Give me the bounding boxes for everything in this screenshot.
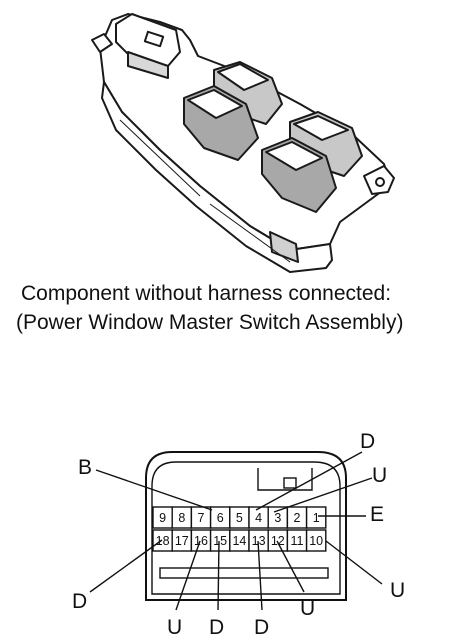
window-lock-switch-face [127,51,169,79]
pin-number-3: 3 [274,511,281,525]
leader-line-pin-13 [257,540,263,611]
front-face-line [119,119,201,197]
leader-line-pin-18 [89,539,163,593]
callout-label-pin-4: D [360,430,375,453]
leader-line-pin-15 [217,540,220,611]
pin-number-12: 12 [271,534,285,548]
pin-number-9: 9 [159,511,166,525]
pin-number-11: 11 [291,534,304,548]
switch-housing-front [101,81,333,273]
connector-outer-housing [145,451,347,601]
callout-label-pin-15: D [209,616,224,639]
rocker-switch-front-right-top [265,141,323,171]
callout-label-pin-6: B [78,456,92,479]
callout-label-pin-10: U [390,579,405,602]
pin-number-16: 16 [194,534,208,548]
pin-number-10: 10 [309,534,323,548]
lock-indicator [143,30,165,48]
pin-number-6: 6 [217,511,224,525]
pin-number-5: 5 [236,511,243,525]
callout-label-pin-12: U [300,597,315,620]
leader-line-pin-4 [255,451,363,511]
leader-line-pin-12 [276,540,305,593]
leader-line-pin-16 [175,540,201,611]
pin-number-7: 7 [198,511,205,525]
switch-underside-connector [269,231,299,263]
callout-label-pin-13: D [254,616,269,639]
leader-line-pin-10 [325,540,383,585]
master-switch-illustration [91,13,395,273]
callout-label-pin-16: U [167,616,182,639]
pin-number-15: 15 [213,534,227,548]
caption-line-2: (Power Window Master Switch Assembly) [16,311,403,334]
connector-key-pad [283,477,297,489]
connector-face [145,451,347,601]
front-face-line [209,203,291,263]
pin-number-18: 18 [156,534,170,548]
pin-number-4: 4 [255,511,262,525]
connector-bottom-latch [159,567,329,579]
pin-number-2: 2 [294,511,301,525]
pin-number-8: 8 [178,511,185,525]
callout-label-pin-18: D [72,590,87,613]
mounting-hole [375,177,385,187]
callout-label-pin-1: E [370,503,384,526]
pin-cavity-1 [305,506,327,529]
pin-number-14: 14 [232,534,246,548]
connector-inner-shell [151,461,341,595]
connector-keying-notch [257,468,313,491]
leader-line-pin-6 [95,469,213,511]
pin-number-17: 17 [175,534,189,548]
caption-line-1: Component without harness connected: [21,282,391,305]
pin-cavity-10 [305,529,327,552]
rocker-switch-rear-right-top [293,115,349,141]
rocker-switch-rear-left-top [217,63,269,91]
rocker-switch-front-left-top [187,89,243,119]
left-mounting-tab [91,33,113,53]
pin-number-1: 1 [313,511,320,525]
callout-label-pin-3: U [372,464,387,487]
leader-line-pin-3 [273,477,373,513]
